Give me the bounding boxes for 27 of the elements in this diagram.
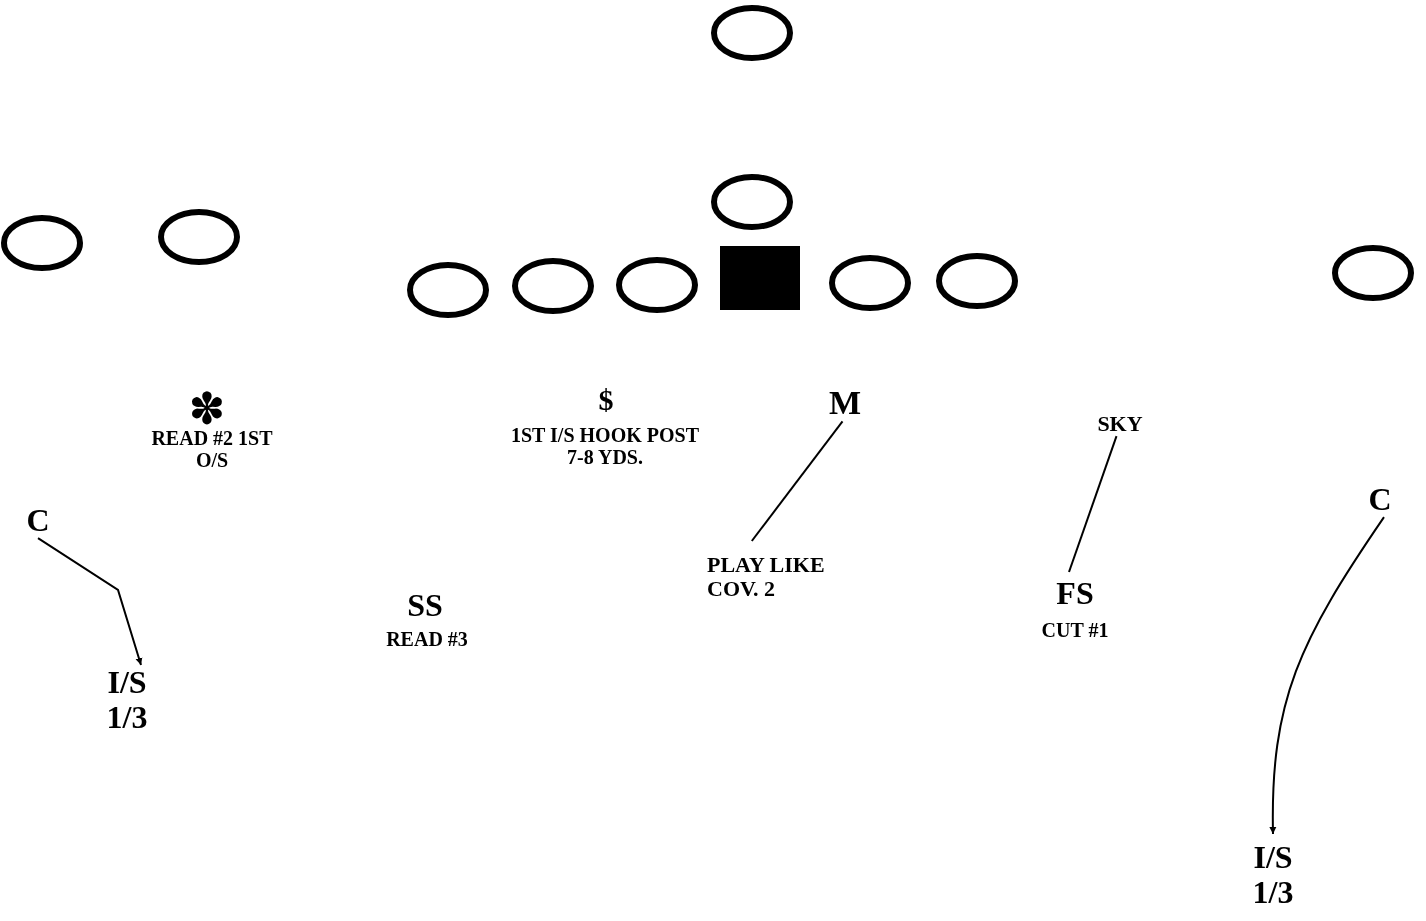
position-label: SKY	[1085, 412, 1155, 437]
position-label: FS	[1055, 576, 1095, 612]
player-circle	[406, 261, 490, 319]
player-circle	[828, 254, 912, 312]
player-circle	[157, 208, 241, 266]
connector-line	[1068, 435, 1118, 573]
connector-line	[750, 420, 844, 542]
position-label: C	[18, 503, 58, 539]
position-label: C	[1360, 482, 1400, 518]
dollar-sign: $	[597, 383, 615, 416]
note-text: CUT #1	[1040, 619, 1110, 642]
position-label: I/S 1/3	[1238, 840, 1308, 911]
route-arrow	[1269, 516, 1385, 835]
note-text: 1ST I/S HOOK POST 7-8 YDS.	[510, 424, 700, 468]
note-text: READ #3	[385, 628, 469, 650]
player-circle	[511, 257, 595, 315]
position-label: PLAY LIKE COV. 2	[707, 553, 867, 602]
position-label: I/S 1/3	[92, 665, 162, 736]
player-circle	[1331, 244, 1415, 302]
position-label: SS	[406, 588, 444, 624]
player-circle	[0, 214, 84, 272]
position-label: M	[820, 384, 870, 422]
player-circle	[710, 173, 794, 231]
player-circle	[615, 256, 699, 314]
player-circle	[935, 252, 1019, 310]
player-circle	[710, 4, 794, 62]
route-arrow	[37, 537, 143, 666]
